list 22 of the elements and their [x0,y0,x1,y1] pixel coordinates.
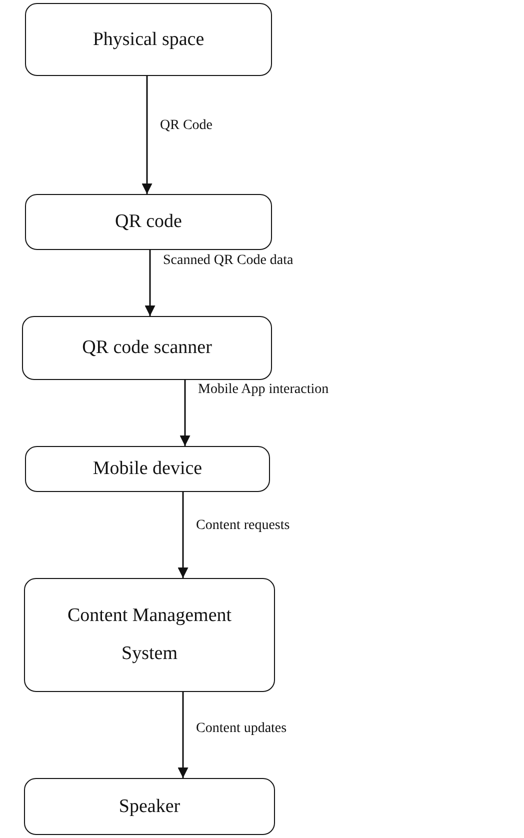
process-box [22,316,272,380]
node-text: QR code [114,210,182,234]
arrow [142,76,152,194]
edge-label: QR Code [160,118,212,134]
edge-label: Mobile App interaction [198,382,329,398]
process-box [24,778,275,835]
edge-label: Content requests [196,518,290,534]
node-text: Content Management System [66,604,233,666]
edge-label: Content updates [196,721,287,737]
process-box [24,578,275,692]
arrow [144,250,156,316]
node-text: QR code scanner [82,336,212,360]
node-text: Mobile device [92,457,202,481]
node-text: Physical space [92,28,204,52]
edge-label: Scanned QR Code data [163,253,294,269]
arrow [178,692,188,778]
process-box [25,3,272,76]
process-box [25,194,272,250]
arrow [180,380,190,446]
arrow [178,492,188,578]
process-box [25,446,270,492]
node-text: Speaker [118,794,180,818]
